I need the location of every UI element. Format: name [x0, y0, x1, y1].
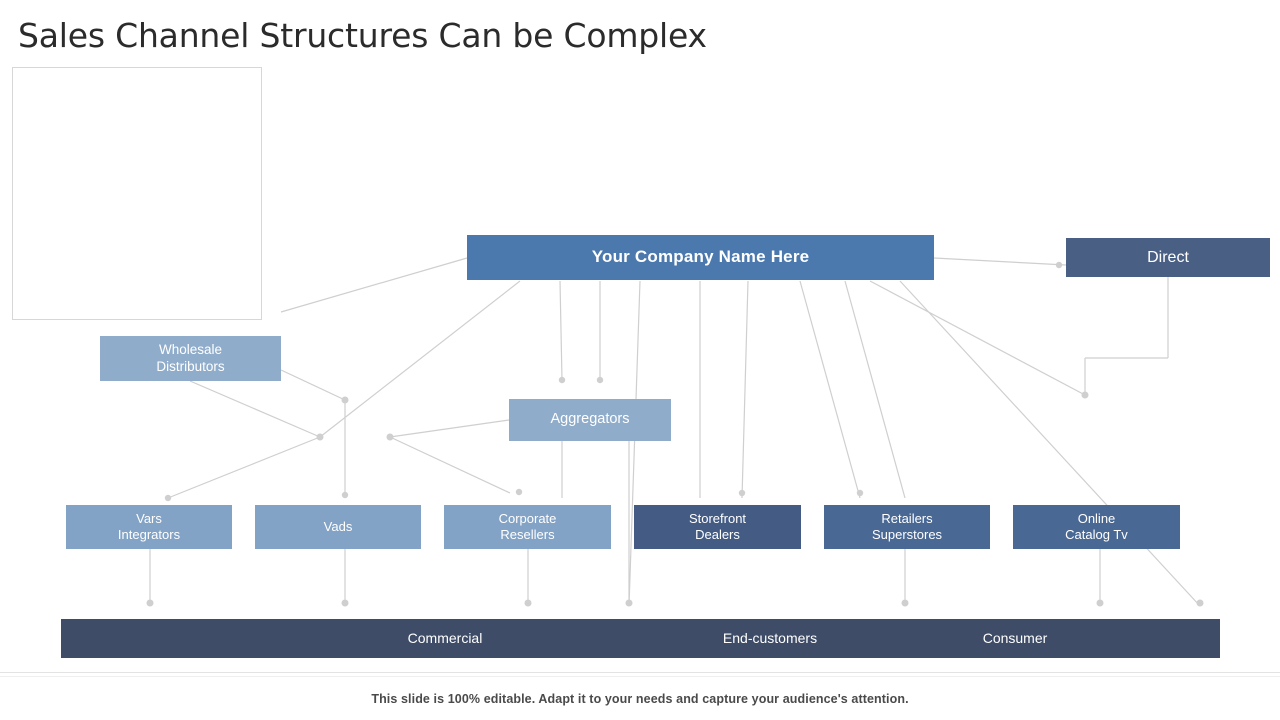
- node-company-label: Your Company Name Here: [591, 247, 810, 267]
- node-direct-label: Direct: [1147, 248, 1189, 266]
- node-wholesale-line1: Wholesale: [158, 342, 222, 358]
- node-aggregators[interactable]: Aggregators: [509, 399, 671, 441]
- footer-divider-2: [0, 676, 1280, 677]
- bar-segment-consumer: Consumer: [982, 630, 1048, 646]
- node-vads[interactable]: Vads: [255, 505, 421, 549]
- node-storefront-line2: Dealers: [695, 527, 740, 542]
- node-retailers-line2: Superstores: [871, 527, 943, 542]
- node-wholesale-line2: Distributors: [156, 358, 225, 374]
- page-title: Sales Channel Structures Can be Complex: [18, 16, 707, 55]
- node-vars-line1: Vars: [136, 511, 162, 527]
- node-aggregators-label: Aggregators: [550, 411, 630, 428]
- node-company[interactable]: Your Company Name Here: [467, 235, 934, 280]
- node-corporate-line1: Corporate: [498, 511, 557, 527]
- node-corporate-resellers[interactable]: Corporate Resellers: [444, 505, 611, 549]
- node-online-catalog-tv[interactable]: Online Catalog Tv: [1013, 505, 1180, 549]
- node-retailers-line1: Retailers: [881, 511, 933, 527]
- node-direct[interactable]: Direct: [1066, 238, 1270, 277]
- node-online-line2: Catalog Tv: [1065, 527, 1128, 542]
- node-corporate-line2: Resellers: [500, 527, 555, 542]
- node-retailers-superstores[interactable]: Retailers Superstores: [824, 505, 990, 549]
- bar-segment-commercial: Commercial: [407, 630, 483, 646]
- node-vars-line2: Integrators: [117, 527, 181, 542]
- node-storefront-line1: Storefront: [688, 511, 747, 527]
- node-online-line1: Online: [1077, 511, 1116, 527]
- node-vars-integrators[interactable]: Vars Integrators: [66, 505, 232, 549]
- node-storefront-dealers[interactable]: Storefront Dealers: [634, 505, 801, 549]
- bottom-audience-bar: Commercial End-customers Consumer: [61, 619, 1220, 658]
- photo-frame: [12, 67, 262, 320]
- node-wholesale-distributors[interactable]: Wholesale Distributors: [100, 336, 281, 381]
- footer-divider: [0, 672, 1280, 673]
- footer-note: This slide is 100% editable. Adapt it to…: [371, 692, 909, 706]
- node-vads-label: Vads: [323, 519, 353, 535]
- bar-segment-end-customers: End-customers: [722, 630, 818, 646]
